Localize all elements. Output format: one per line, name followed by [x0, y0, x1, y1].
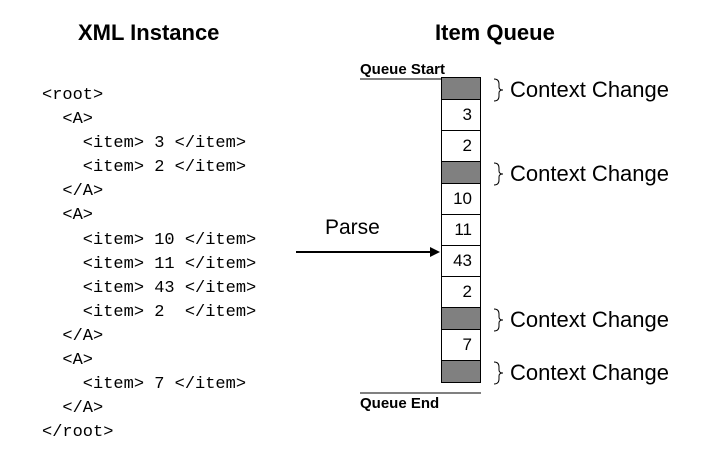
context-braces [493, 78, 504, 385]
queue-item-cell: 7 [441, 329, 481, 361]
context-change-cell [441, 360, 481, 383]
context-brace [493, 162, 504, 186]
context-change-cell [441, 161, 481, 184]
context-change-cell [441, 307, 481, 330]
context-change-cell [441, 77, 481, 100]
context-change-label: Context Change [510, 77, 669, 102]
xml-line: <item> 2 </item> [42, 302, 257, 322]
context-change-label: Context Change [510, 360, 669, 385]
xml-instance-heading: XML Instance [78, 20, 220, 45]
xml-line: <A> [42, 206, 94, 226]
context-brace [493, 308, 504, 332]
queue-item-cell: 3 [441, 99, 481, 131]
queue-end-label: Queue End [360, 395, 440, 412]
queue-item-cell: 11 [441, 214, 481, 246]
parse-label: Parse [325, 216, 380, 239]
xml-line: <item> 43 </item> [42, 278, 257, 298]
xml-line: </A> [42, 326, 104, 346]
context-brace [493, 78, 504, 102]
item-queue-heading: Item Queue [435, 20, 555, 45]
xml-line: </A> [42, 182, 104, 202]
xml-line: </root> [42, 423, 114, 443]
xml-line: <item> 3 </item> [42, 134, 247, 154]
context-brace [493, 361, 504, 385]
context-change-label: Context Change [510, 307, 669, 332]
xml-line: <root> [42, 86, 104, 105]
xml-line: <A> [42, 351, 94, 371]
xml-line: <item> 11 </item> [42, 254, 257, 274]
xml-line: </A> [42, 399, 104, 419]
xml-listing: <root> <A> <item> 3 </item> <item> 2 </i… [42, 84, 256, 445]
xml-line: <A> [42, 110, 94, 130]
context-change-label: Context Change [510, 161, 669, 186]
queue-item-cell: 2 [441, 130, 481, 162]
queue-item-cell: 43 [441, 245, 481, 277]
queue-item-cell: 2 [441, 276, 481, 308]
parse-arrow-head [430, 247, 440, 257]
xml-line: <item> 7 </item> [42, 375, 247, 395]
queue-start-label: Queue Start [360, 61, 446, 78]
xml-line: <item> 2 </item> [42, 158, 247, 178]
queue-item-cell: 10 [441, 183, 481, 215]
xml-line: <item> 10 </item> [42, 230, 257, 250]
